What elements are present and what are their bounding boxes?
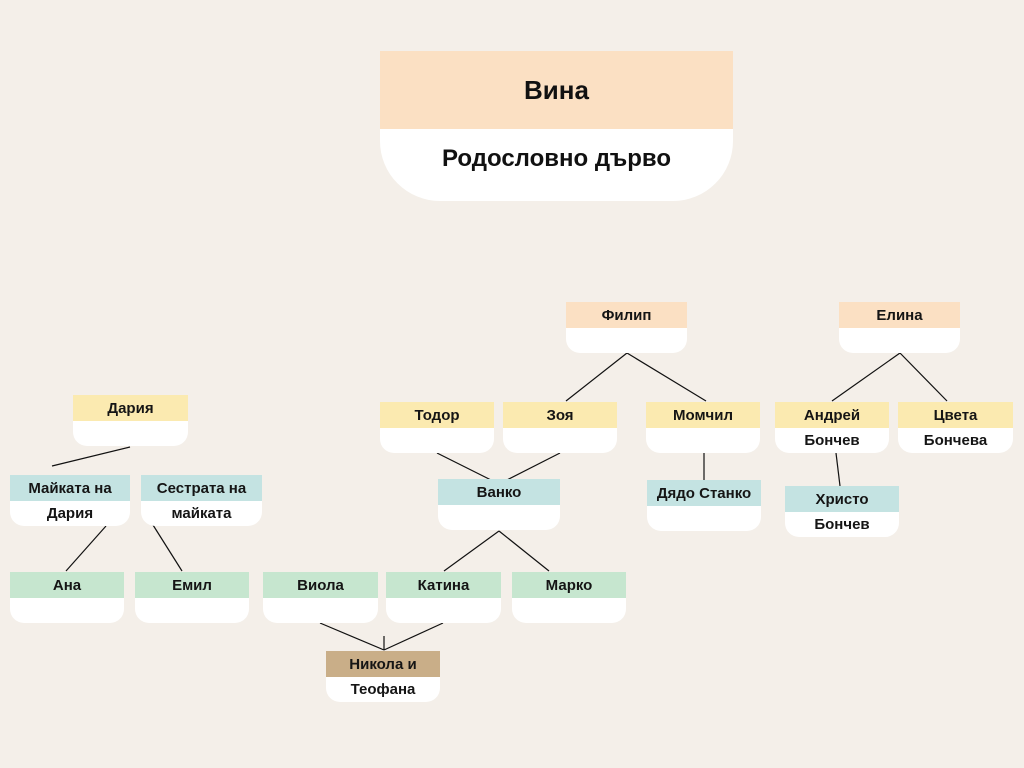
person-name: Дария — [73, 395, 188, 421]
person-name: Виола — [263, 572, 378, 598]
person-name-line2: Теофана — [350, 681, 416, 698]
person-name: Марко — [512, 572, 626, 598]
connector-elina-tsveta — [899, 352, 948, 402]
person-name: Филип — [566, 302, 687, 328]
person-name-line2 — [263, 598, 378, 623]
person-card-ana: Ана — [10, 572, 124, 623]
person-name-line2 — [647, 506, 761, 531]
person-card-emil: Емил — [135, 572, 249, 623]
person-card-nikola: Никола и Теофана — [326, 651, 440, 702]
connector-elina-andrey — [831, 352, 901, 402]
person-card-momchil: Момчил — [646, 402, 760, 453]
person-name-line2: майката — [171, 505, 232, 522]
person-name-line2 — [380, 428, 494, 453]
person-card-mother: Майката на Дария — [10, 475, 130, 526]
person-card-vanko: Ванко — [438, 479, 560, 530]
person-card-filip: Филип — [566, 302, 687, 353]
person-name: Христо — [785, 486, 899, 512]
connector-andrey-hristo — [835, 452, 841, 487]
person-card-marko: Марко — [512, 572, 626, 623]
connector-aunt-emil — [152, 524, 183, 572]
connector-zoya-vanko — [498, 452, 561, 485]
subtitle: Родословно дърво — [441, 145, 672, 172]
person-card-viola: Виола — [263, 572, 378, 623]
person-name-line2 — [566, 328, 687, 353]
person-card-stanko: Дядо Станко — [647, 480, 761, 531]
person-name-line2 — [646, 428, 760, 453]
person-name: Тодор — [380, 402, 494, 428]
person-name-line2 — [10, 598, 124, 623]
person-name: Никола и — [326, 651, 440, 677]
person-name: Ана — [10, 572, 124, 598]
person-card-aunt: Сестрата на майката — [141, 475, 262, 526]
connector-filip-todor — [565, 352, 628, 402]
person-name: Катина — [386, 572, 501, 598]
connector-vanko-katina — [443, 530, 500, 572]
connector-todor-vanko — [436, 452, 500, 485]
person-name-line2 — [135, 598, 249, 623]
connector-mother-ana — [65, 525, 107, 572]
title: Вина — [380, 51, 733, 129]
person-name-line2 — [512, 598, 626, 623]
person-name: Ванко — [438, 479, 560, 505]
person-name: Цвета — [898, 402, 1013, 428]
person-name: Момчил — [646, 402, 760, 428]
person-name-line2 — [839, 328, 960, 353]
person-name-line2 — [386, 598, 501, 623]
title-card: Вина Родословно дърво — [380, 51, 733, 201]
person-name-line2 — [73, 421, 188, 446]
person-card-todor: Тодор — [380, 402, 494, 453]
connector-vanko-marko — [498, 530, 550, 572]
person-name: Андрей — [775, 402, 889, 428]
person-name-line2: Бончев — [814, 516, 870, 533]
person-card-daria: Дария — [73, 395, 188, 446]
person-card-zoya: Зоя — [503, 402, 617, 453]
person-name-line2 — [503, 428, 617, 453]
connector-daria-mother — [51, 446, 131, 467]
person-name: Сестрата на — [141, 475, 262, 501]
person-name-line2: Бончева — [923, 432, 988, 449]
person-name: Майката на — [10, 475, 130, 501]
person-name: Дядо Станко — [647, 480, 761, 506]
person-name: Зоя — [503, 402, 617, 428]
person-name: Емил — [135, 572, 249, 598]
person-name: Елина — [839, 302, 960, 328]
person-card-katina: Катина — [386, 572, 501, 623]
connector-viola-nikola — [319, 622, 385, 651]
person-name-line2: Бончев — [804, 432, 860, 449]
person-name-line2 — [438, 505, 560, 530]
connector-filip-momchil — [626, 352, 707, 402]
person-name-line2: Дария — [46, 505, 94, 522]
person-card-elina: Елина — [839, 302, 960, 353]
connector-katina-nikola — [383, 622, 444, 651]
